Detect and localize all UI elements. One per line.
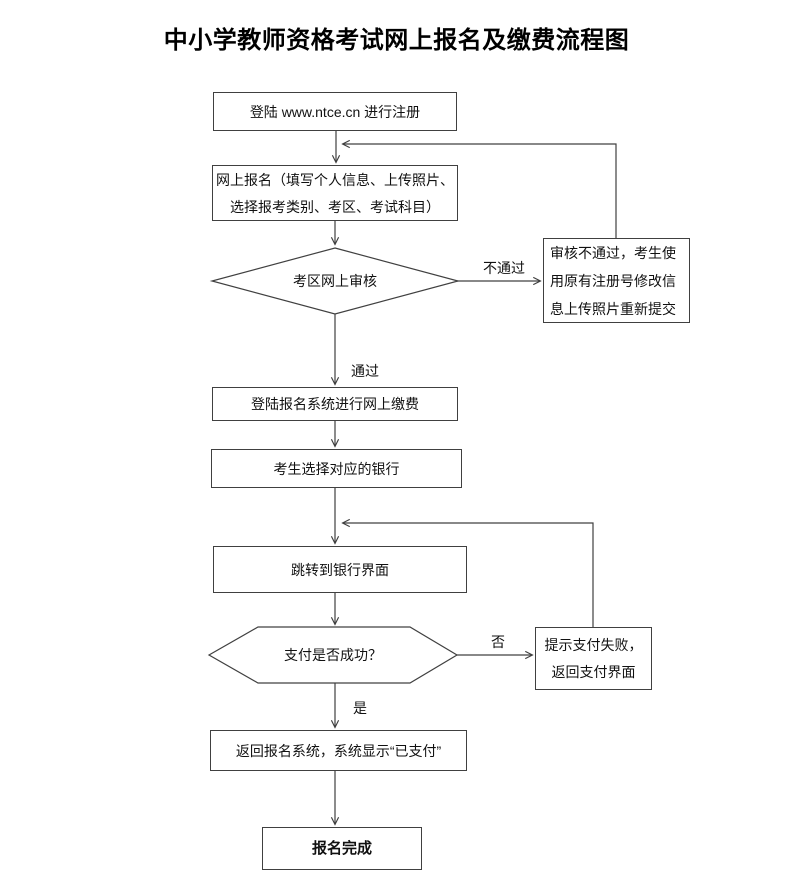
edge-label-fail: 不通过 bbox=[483, 260, 525, 276]
node-choose-bank: 考生选择对应的银行 bbox=[211, 449, 462, 488]
node-complete: 报名完成 bbox=[262, 827, 422, 870]
node-return-system: 返回报名系统，系统显示“已支付” bbox=[210, 730, 467, 771]
node-pay-check-label: 支付是否成功？ bbox=[284, 647, 382, 663]
edge-payfail-loopback bbox=[343, 523, 594, 627]
page-title: 中小学教师资格考试网上报名及缴费流程图 bbox=[163, 27, 630, 54]
node-pay-login: 登陆报名系统进行网上缴费 bbox=[212, 387, 458, 421]
node-pay-fail: 提示支付失败，返回支付界面 bbox=[535, 627, 652, 690]
edge-label-no: 否 bbox=[491, 634, 505, 650]
node-review-fail: 审核不通过，考生使用原有注册号修改信息上传照片重新提交 bbox=[543, 238, 690, 323]
node-register: 登陆 www.ntce.cn 进行注册 bbox=[213, 92, 457, 131]
edge-reviewfail-loopback bbox=[343, 144, 617, 238]
node-apply: 网上报名（填写个人信息、上传照片、选择报考类别、考区、考试科目） bbox=[212, 165, 458, 221]
edge-label-yes: 是 bbox=[353, 700, 367, 716]
node-review-label: 考区网上审核 bbox=[293, 273, 377, 289]
edge-label-pass: 通过 bbox=[351, 363, 379, 379]
node-bank-page: 跳转到银行界面 bbox=[213, 546, 467, 593]
